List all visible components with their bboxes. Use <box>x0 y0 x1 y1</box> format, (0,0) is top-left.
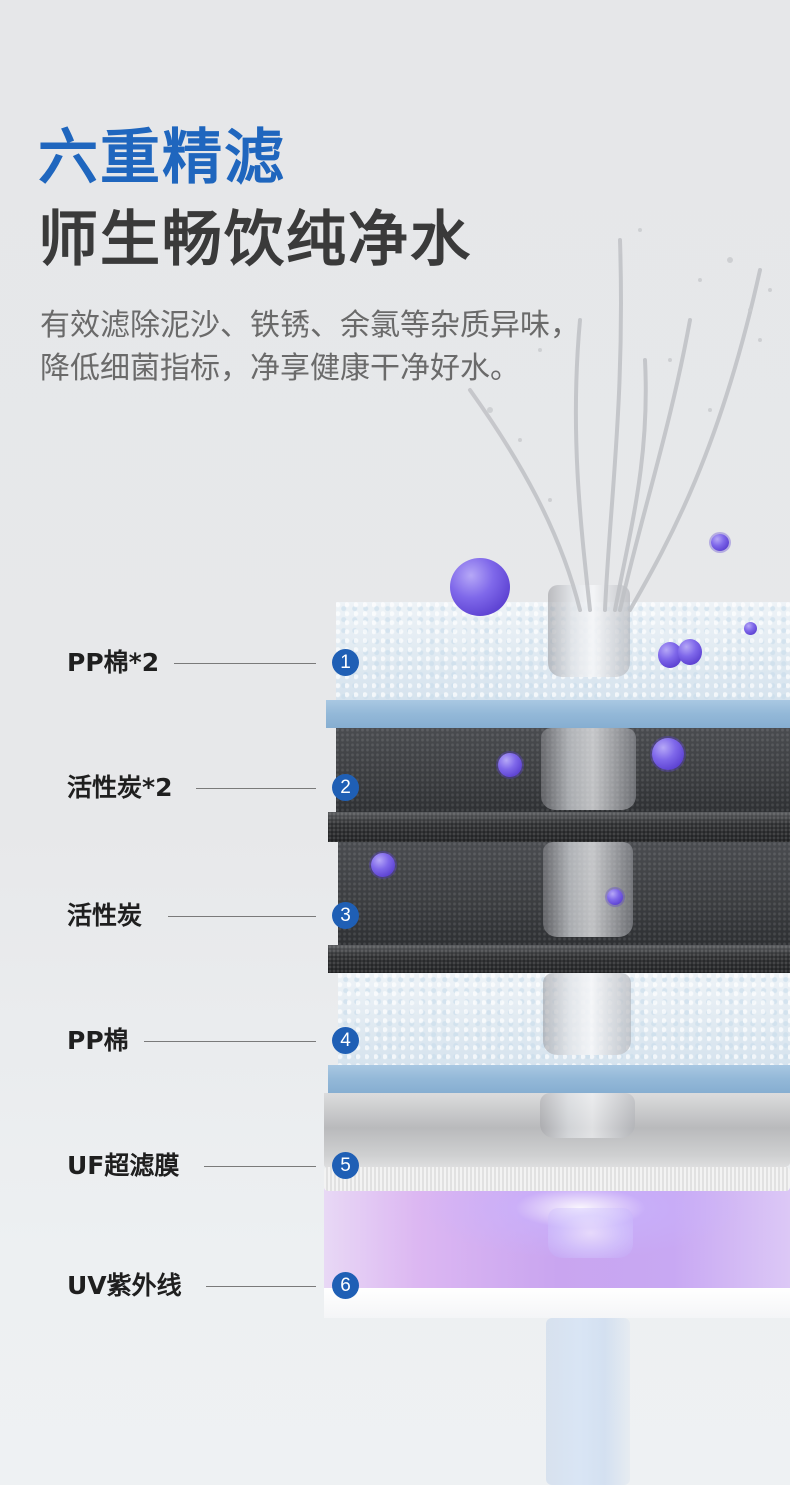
filter-stage-3: 活性炭 3 <box>0 899 360 933</box>
water-column <box>540 1093 635 1138</box>
virus-icon <box>371 853 395 877</box>
bacteria-icon <box>678 639 702 665</box>
stage-label: UV紫外线 <box>67 1271 182 1300</box>
bacteria-icon <box>450 558 510 616</box>
filter-stage-4: PP棉 4 <box>0 1024 360 1058</box>
stage-label: UF超滤膜 <box>67 1151 180 1180</box>
stage-number-badge: 3 <box>332 902 359 929</box>
stage-number-badge: 6 <box>332 1272 359 1299</box>
description: 有效滤除泥沙、铁锈、余氯等杂质异味， 降低细菌指标，净享健康干净好水。 <box>40 304 580 390</box>
virus-icon <box>498 753 522 777</box>
virus-icon <box>711 534 729 551</box>
virus-icon <box>607 889 623 905</box>
stage-number-badge: 4 <box>332 1027 359 1054</box>
water-column <box>541 728 636 810</box>
description-line-1: 有效滤除泥沙、铁锈、余氯等杂质异味， <box>40 308 580 343</box>
headline-six-stage-filtration: 六重精滤 <box>38 123 286 193</box>
filter-stage-2: 活性炭*2 2 <box>0 771 360 805</box>
water-splash-illustration <box>468 228 772 612</box>
filter-stage-1: PP棉*2 1 <box>0 646 360 680</box>
filter-stage-6: UV紫外线 6 <box>0 1269 360 1303</box>
stage-number-badge: 5 <box>332 1152 359 1179</box>
filter-stage-5: UF超滤膜 5 <box>0 1149 360 1183</box>
leader-line <box>174 663 316 664</box>
stage-number-badge: 2 <box>332 774 359 801</box>
leader-line <box>196 788 316 789</box>
stage-label: 活性炭 <box>67 901 143 930</box>
stage-label: PP棉*2 <box>67 648 160 677</box>
bacteria-icon <box>744 622 757 635</box>
headline-pure-water: 师生畅饮纯净水 <box>38 205 472 275</box>
water-column <box>543 973 631 1055</box>
leader-line <box>144 1041 316 1042</box>
stage-number-badge: 1 <box>332 649 359 676</box>
stage-label: 活性炭*2 <box>67 773 173 802</box>
leader-line <box>168 916 316 917</box>
leader-line <box>204 1166 316 1167</box>
description-line-2: 降低细菌指标，净享健康干净好水。 <box>40 351 520 386</box>
stage-label: PP棉 <box>67 1026 129 1055</box>
leader-line <box>206 1286 316 1287</box>
clean-water-outflow <box>546 1318 630 1485</box>
virus-icon <box>652 738 684 770</box>
water-column <box>548 1208 633 1258</box>
